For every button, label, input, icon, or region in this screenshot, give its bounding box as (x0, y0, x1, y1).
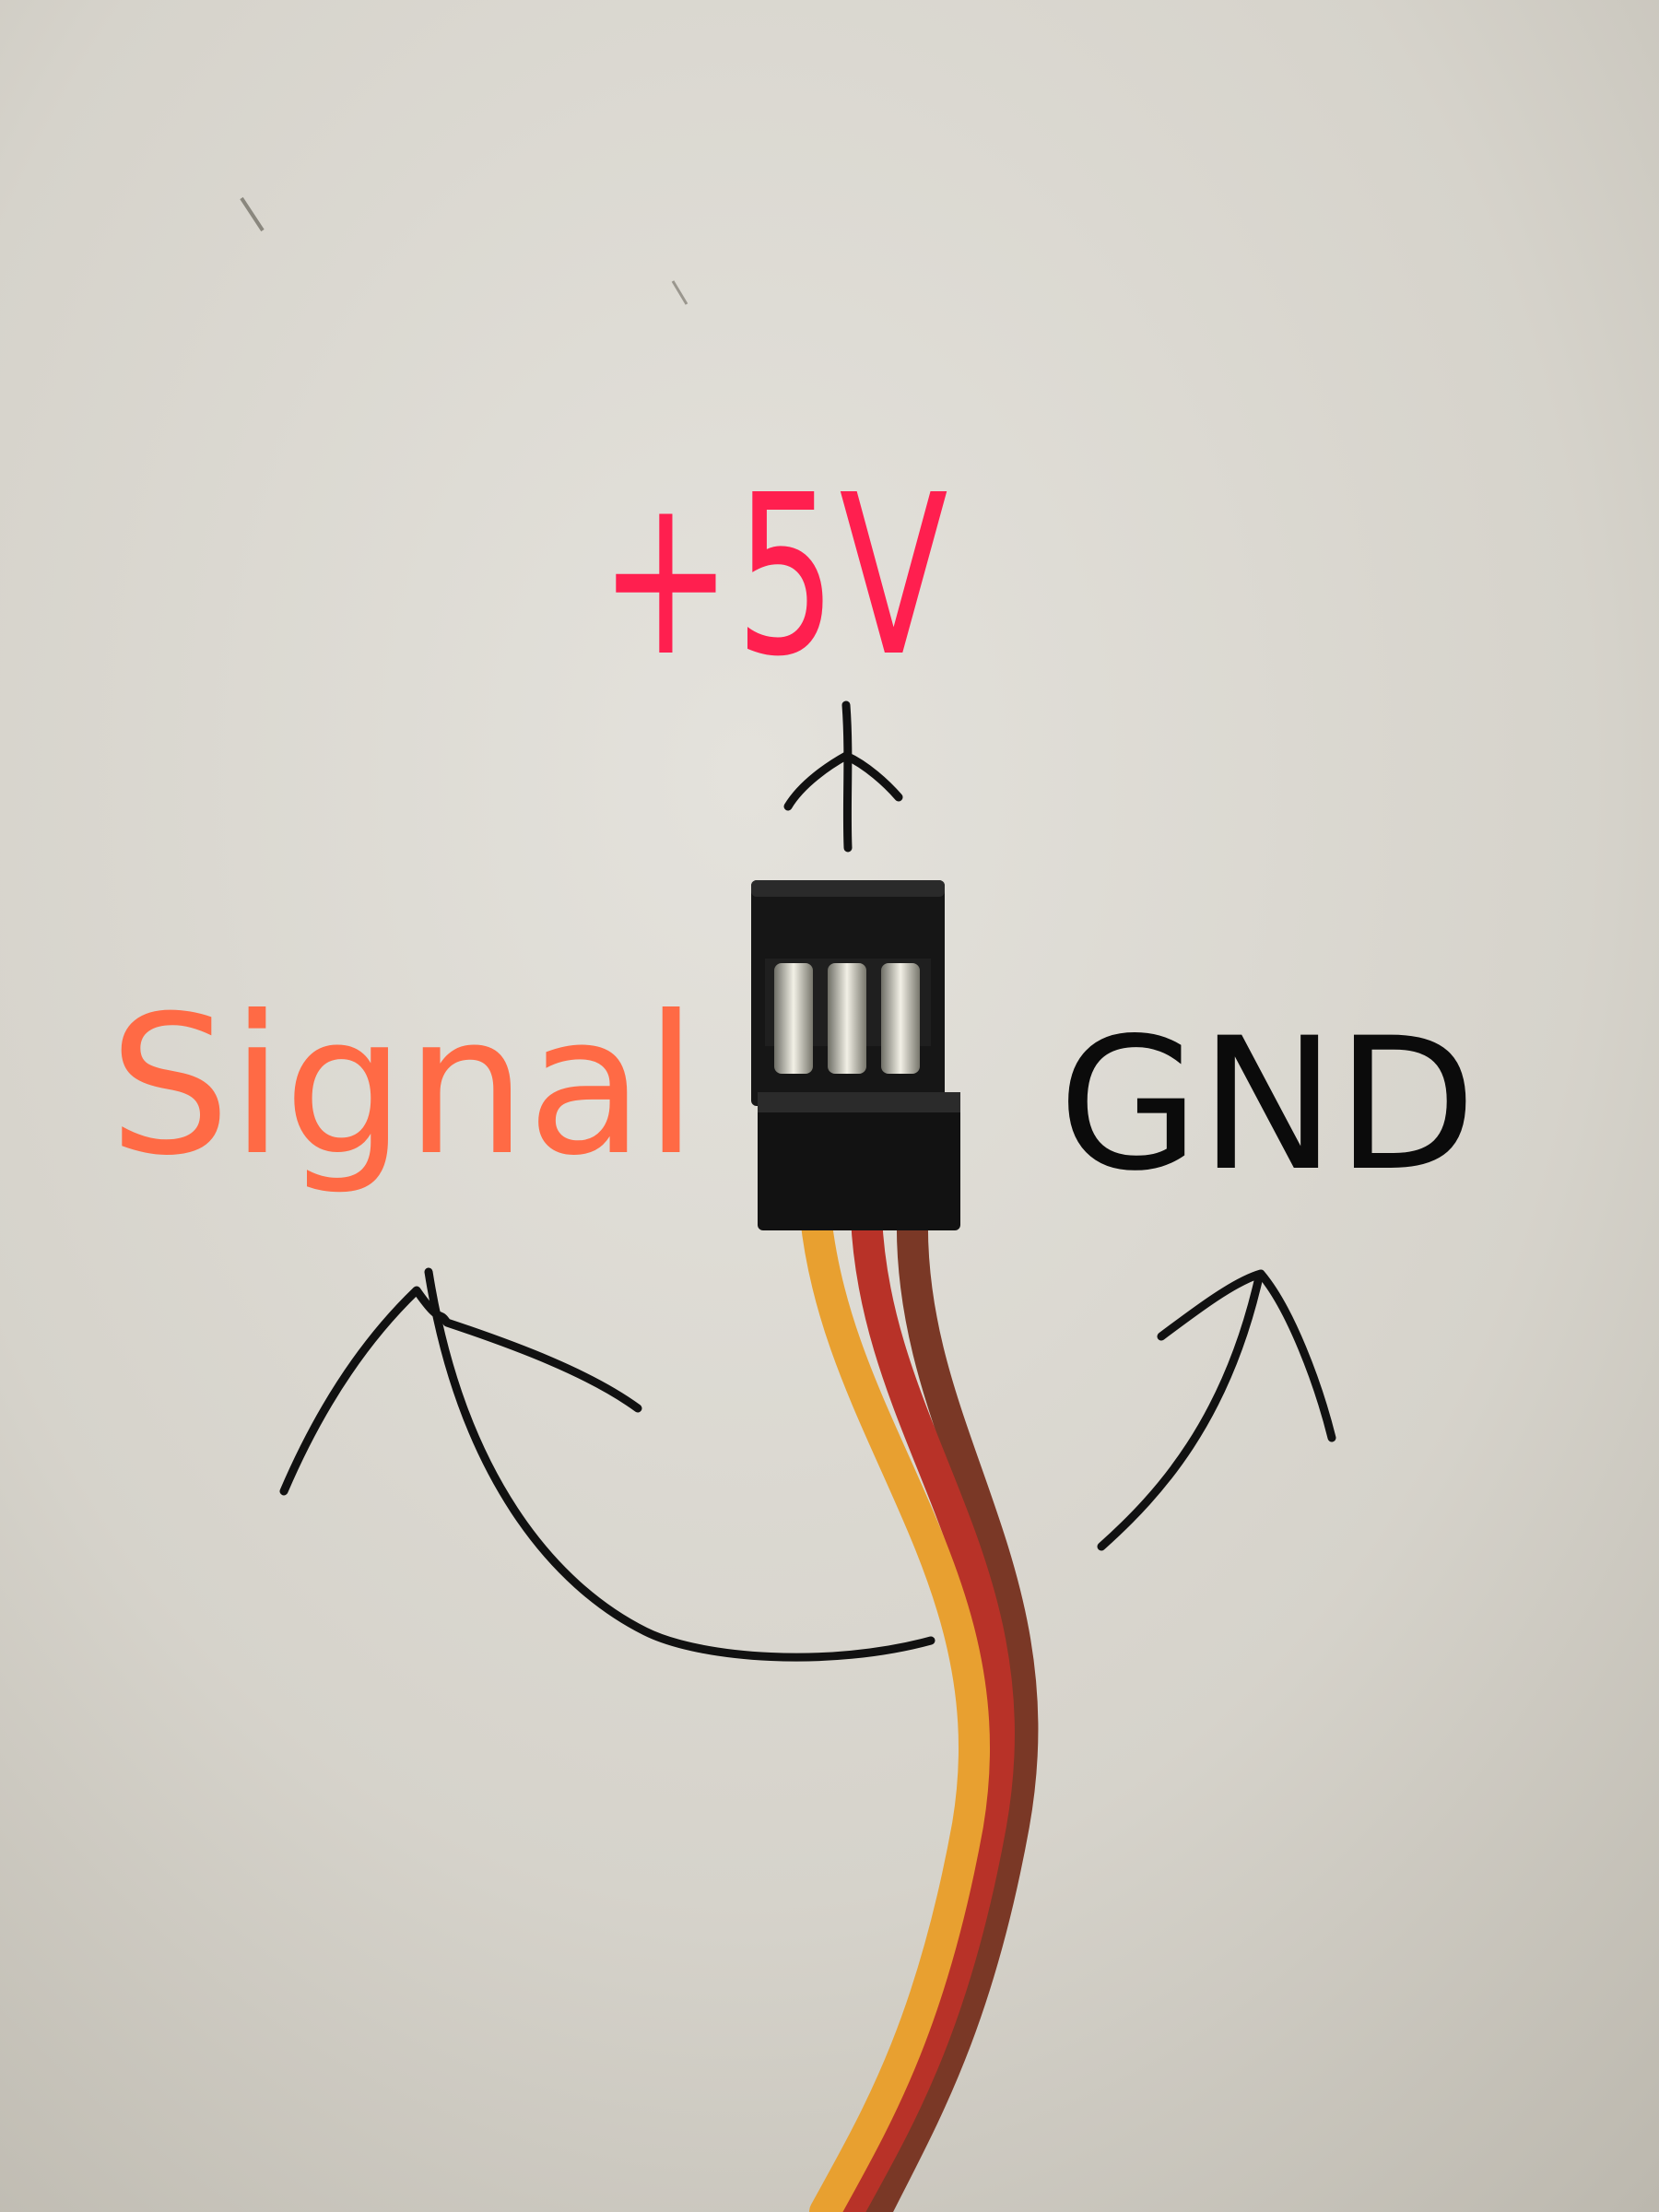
wall-scratch (671, 280, 688, 305)
signal-pin-label: Signal (109, 975, 698, 1198)
signal-arrow (424, 1267, 935, 1662)
ground-arrow (1097, 1277, 1263, 1551)
connector-lower-shade (758, 1092, 960, 1112)
connector-lower-housing (758, 1092, 960, 1230)
power-wire (832, 1201, 1015, 2212)
dupont-connector (751, 880, 960, 1230)
connector-top-edge (751, 880, 945, 897)
signal-arrow-head (279, 1286, 642, 1496)
power-pin-label: +5V (599, 447, 951, 705)
wall-scratch (240, 196, 265, 232)
power-arrow-head (783, 751, 903, 811)
signal-wire (800, 1201, 991, 2212)
ground-wire (860, 1201, 1039, 2212)
ground-arrow-head (1157, 1269, 1336, 1442)
power-arrow (841, 700, 853, 853)
pin-2 (828, 963, 866, 1074)
pin-3 (881, 963, 920, 1074)
hand-drawn-arrows (279, 700, 1336, 1662)
pin-1 (774, 963, 813, 1074)
servo-cable (800, 1201, 1039, 2212)
ground-pin-label: GND (1058, 998, 1477, 1211)
